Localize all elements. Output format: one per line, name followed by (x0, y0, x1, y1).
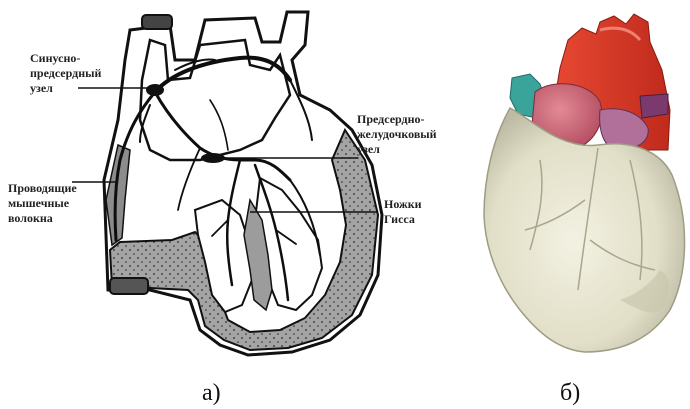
conduction-diagram: Синусно- предсердный узел Предсердно- же… (8, 12, 437, 355)
label-sinoatrial-line1: Синусно- (30, 51, 80, 65)
label-fibers-line1: Проводящие (8, 181, 77, 195)
label-sinoatrial-line2: предсердный (30, 66, 101, 80)
label-av-node: Предсердно- желудочковый узел (357, 112, 437, 156)
label-av-line2: желудочковый (357, 127, 437, 141)
caption-b: б) (560, 380, 580, 407)
label-sinoatrial-line3: узел (30, 81, 53, 95)
sinoatrial-node (146, 84, 164, 96)
label-fibers-line3: волокна (8, 211, 53, 225)
pulmonary-vein (640, 94, 668, 118)
label-bundle-line1: Ножки (384, 197, 422, 211)
label-bundle-branches: Ножки Гисса (384, 197, 422, 226)
label-fibers-line2: мышечные (8, 196, 70, 210)
label-conducting-fibers: Проводящие мышечные волокна (8, 181, 77, 225)
label-av-line1: Предсердно- (357, 112, 425, 126)
label-bundle-line2: Гисса (384, 212, 415, 226)
caption-a: а) (202, 380, 221, 407)
inferior-vena-cava-cap (110, 278, 148, 294)
superior-vena-cava-cap (142, 15, 172, 29)
label-av-line3: узел (357, 142, 380, 156)
heart-illustration (484, 14, 685, 352)
